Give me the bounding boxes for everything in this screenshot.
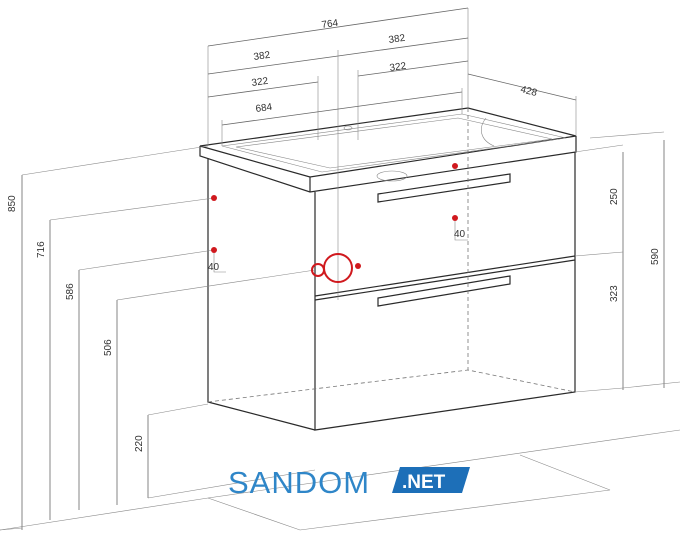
dim-drawer-top: 250 [609,188,620,205]
width-dimensions [207,7,577,300]
dim-cabinet-height: 590 [650,248,661,265]
dim-hole-offset-left: 40 [208,262,220,273]
watermark-badge [392,467,470,493]
dim-height-716: 716 [36,241,47,258]
dim-height-506: 506 [103,339,114,356]
marker-dot [211,195,217,201]
dim-leg-height: 220 [134,435,145,452]
watermark-suffix: .NET [402,472,446,493]
dimension-labels: 764 382 382 322 322 684 428 850 716 586 … [7,18,661,452]
marker-dot [211,247,217,253]
dim-drawer-bottom: 323 [609,285,620,302]
dim-hole-offset-right: 40 [454,229,466,240]
dim-depth: 428 [519,84,538,99]
marker-dot [452,163,458,169]
dim-half-left: 382 [253,50,271,63]
dim-height-586: 586 [65,283,76,300]
watermark-brand: SANDOM [228,465,370,500]
dim-total-width: 764 [321,18,339,31]
pipe-outlet-large [323,253,353,283]
dim-offset-left: 322 [251,76,269,89]
dim-half-right: 382 [388,33,406,46]
connection-markers [211,163,458,283]
watermark: SANDOM .NET [228,465,470,500]
marker-dot [355,263,361,269]
dim-basin-width: 684 [255,102,273,115]
dim-offset-right: 322 [389,61,407,74]
dim-total-height: 850 [7,195,18,212]
cabinet-outline [199,107,577,431]
marker-dot [452,215,458,221]
height-dimensions [0,131,681,531]
